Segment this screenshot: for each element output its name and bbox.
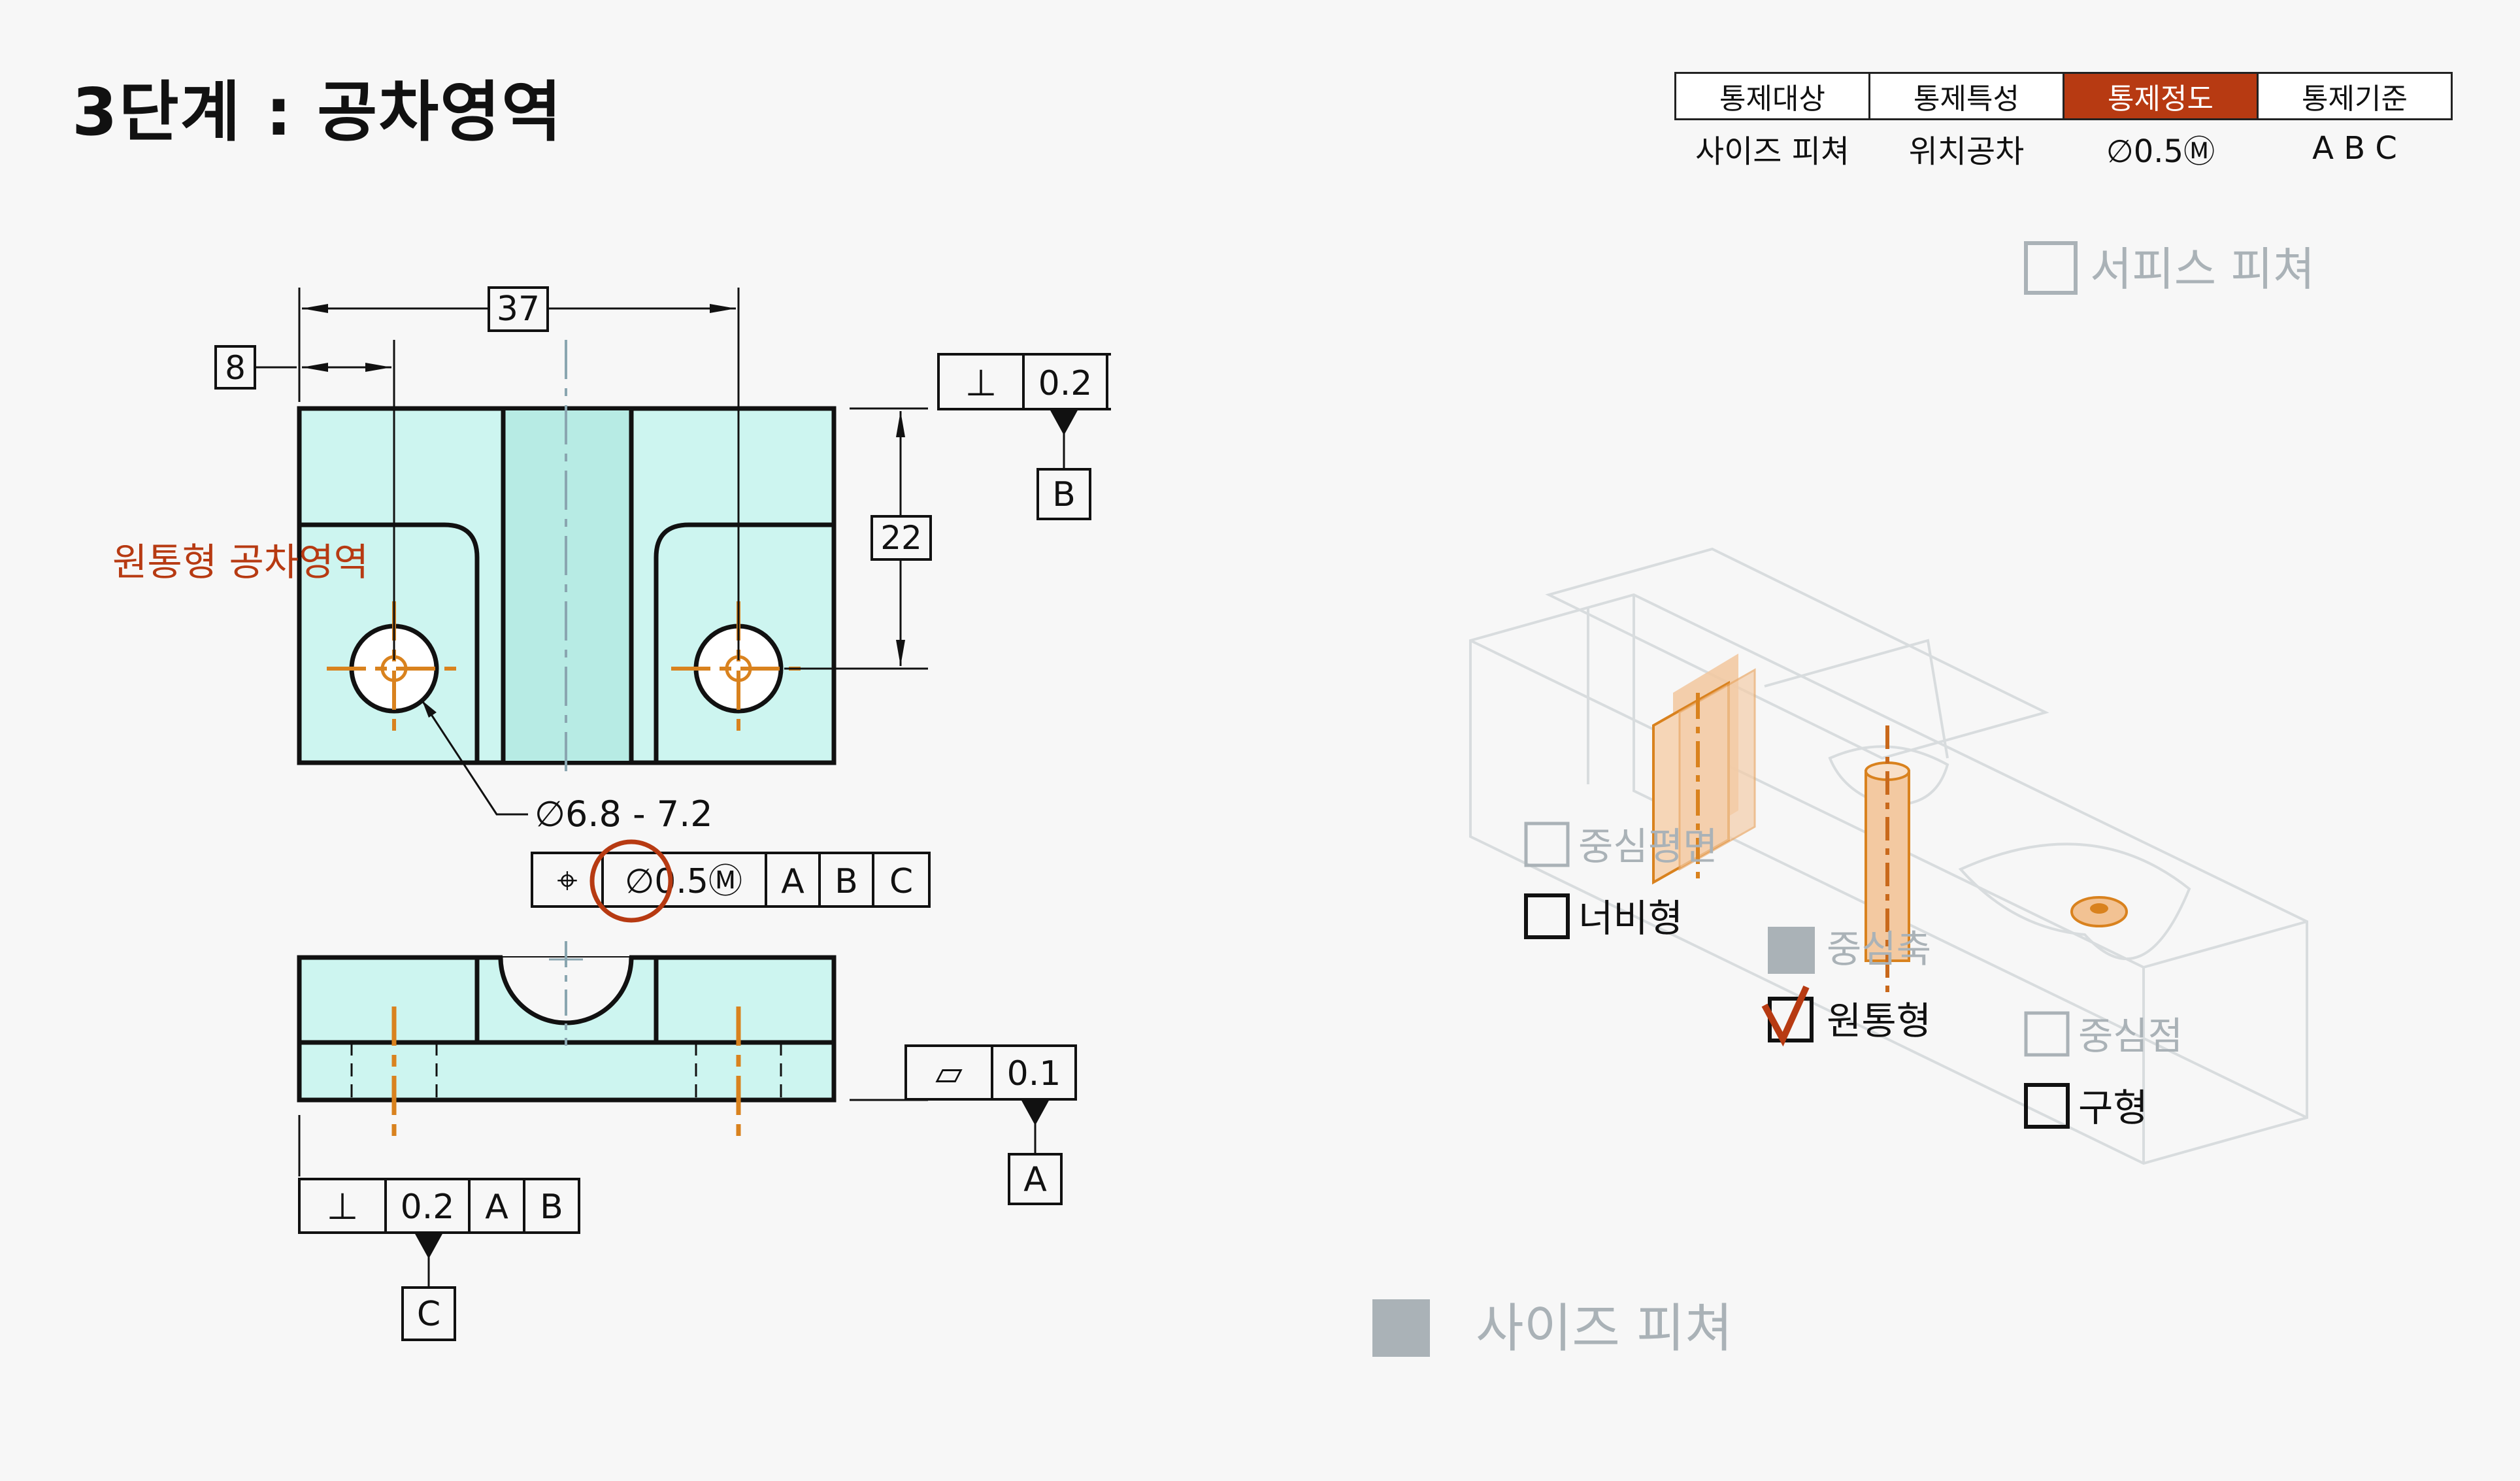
sphere-zone [2070,896,2128,927]
svg-text:0.2: 0.2 [1038,364,1093,403]
sphere-type-checkbox[interactable] [2024,1083,2070,1129]
value-degree: ∅0.5Ⓜ [2106,133,2215,170]
center-axis-checkbox[interactable] [1768,927,1815,974]
size-feature-checkbox[interactable] [1372,1299,1430,1357]
cylinder-type-label: 원통형 [1827,999,1931,1043]
perpendicularity-fcf-top: ⊥ 0.2 A [937,353,1111,410]
emphasis-circle [589,839,673,923]
svg-text:0.1: 0.1 [1007,1054,1061,1093]
width-type-label: 너비형 [1578,896,1683,940]
flatness-fcf: ▱ 0.1 [904,1044,1077,1101]
value-characteristic: 위치공차 [1908,133,2025,170]
svg-text:A: A [485,1188,508,1227]
svg-text:⌖: ⌖ [557,859,578,902]
header-degree: 통제정도 [2063,72,2259,120]
datum-A: A [1023,1160,1047,1199]
cylinder-zone [1865,725,1910,1000]
control-table: 통제대상 통제특성 통제정도 통제기준 사이즈 피쳐 위치공차 ∅0.5Ⓜ A … [1674,72,2453,176]
svg-text:C: C [889,862,913,901]
hole-size-callout: ∅6.8 - 7.2 [535,793,713,835]
center-point-label: 중심점 [2078,1014,2183,1058]
center-plane-label: 중심평면 [1578,824,1717,869]
svg-text:▱: ▱ [935,1052,963,1093]
top-view: 37 8 22 ⊥ 0.2 A B 원통형 공차영역 ∅6.8 - 7.2 [112,286,1111,923]
svg-text:B: B [540,1188,563,1227]
page-title: 3단계 : 공차영역 [72,74,563,150]
value-target: 사이즈 피쳐 [1695,133,1850,170]
header-datum: 통제기준 [2257,72,2453,120]
dim-8: 8 [225,349,246,387]
center-axis-label: 중심축 [1827,927,1931,971]
datum-B: B [1052,475,1076,514]
width-type-checkbox[interactable] [1524,893,1570,939]
svg-text:⊥: ⊥ [965,362,997,405]
surface-feature-checkbox[interactable] [2024,241,2078,295]
surface-feature-label: 서피스 피쳐 [2090,242,2315,296]
header-characteristic: 통제특성 [1868,72,2064,120]
svg-text:B: B [835,862,858,901]
perpendicularity-fcf-bottom: ⊥ 0.2 A B [298,1178,580,1234]
size-feature-label: 사이즈 피쳐 [1476,1298,1732,1359]
header-target: 통제대상 [1674,72,1870,120]
engineering-drawing: 37 8 22 ⊥ 0.2 A B 원통형 공차영역 ∅6.8 - 7.2 [112,286,1111,1341]
front-view: ▱ 0.1 A ⊥ 0.2 A B C [297,941,1077,1341]
dim-37: 37 [497,290,540,329]
check-mark-icon [1761,985,1810,1047]
width-zone-planes [1652,654,1756,885]
position-fcf: ⌖ ∅0.5Ⓜ A B C [531,839,931,923]
center-point-checkbox[interactable] [2024,1011,2070,1057]
zone-label: 원통형 공차영역 [112,540,369,584]
feature-illustration: 서피스 피쳐 중심평면 너비형 중심축 원통형 중심점 구형 사이즈 피쳐 [1372,241,2315,1359]
datum-C: C [417,1295,440,1334]
svg-text:0.2: 0.2 [401,1188,455,1227]
value-datum: A B C [2312,130,2397,167]
svg-text:A: A [781,862,804,901]
svg-text:⊥: ⊥ [327,1186,359,1228]
sphere-type-label: 구형 [2078,1086,2148,1130]
svg-text:∅0.5Ⓜ: ∅0.5Ⓜ [625,862,742,901]
center-plane-checkbox[interactable] [1524,822,1570,867]
dim-22: 22 [880,519,922,557]
